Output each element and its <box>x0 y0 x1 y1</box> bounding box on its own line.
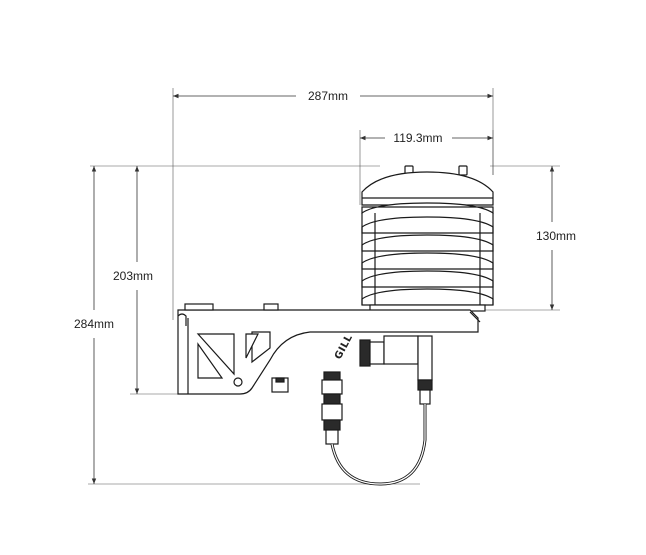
dimension-287mm: 287mm <box>172 88 494 320</box>
overall-width-label: 287mm <box>308 89 348 103</box>
dimension-130mm: 130mm <box>480 165 576 311</box>
dimension-203mm: 203mm <box>90 165 380 395</box>
mounting-bracket: GILL <box>177 303 481 395</box>
gill-logo: GILL <box>333 333 355 362</box>
bracket-height-label: 203mm <box>113 269 153 283</box>
dimension-284mm: 284mm <box>74 166 420 485</box>
shield-height-label: 130mm <box>536 229 576 243</box>
dimension-119-3mm: 119.3mm <box>359 130 494 205</box>
shield-diameter-label: 119.3mm <box>393 131 442 145</box>
radiation-shield <box>361 165 494 312</box>
connector-assembly <box>271 335 433 486</box>
overall-height-label: 284mm <box>74 317 114 331</box>
